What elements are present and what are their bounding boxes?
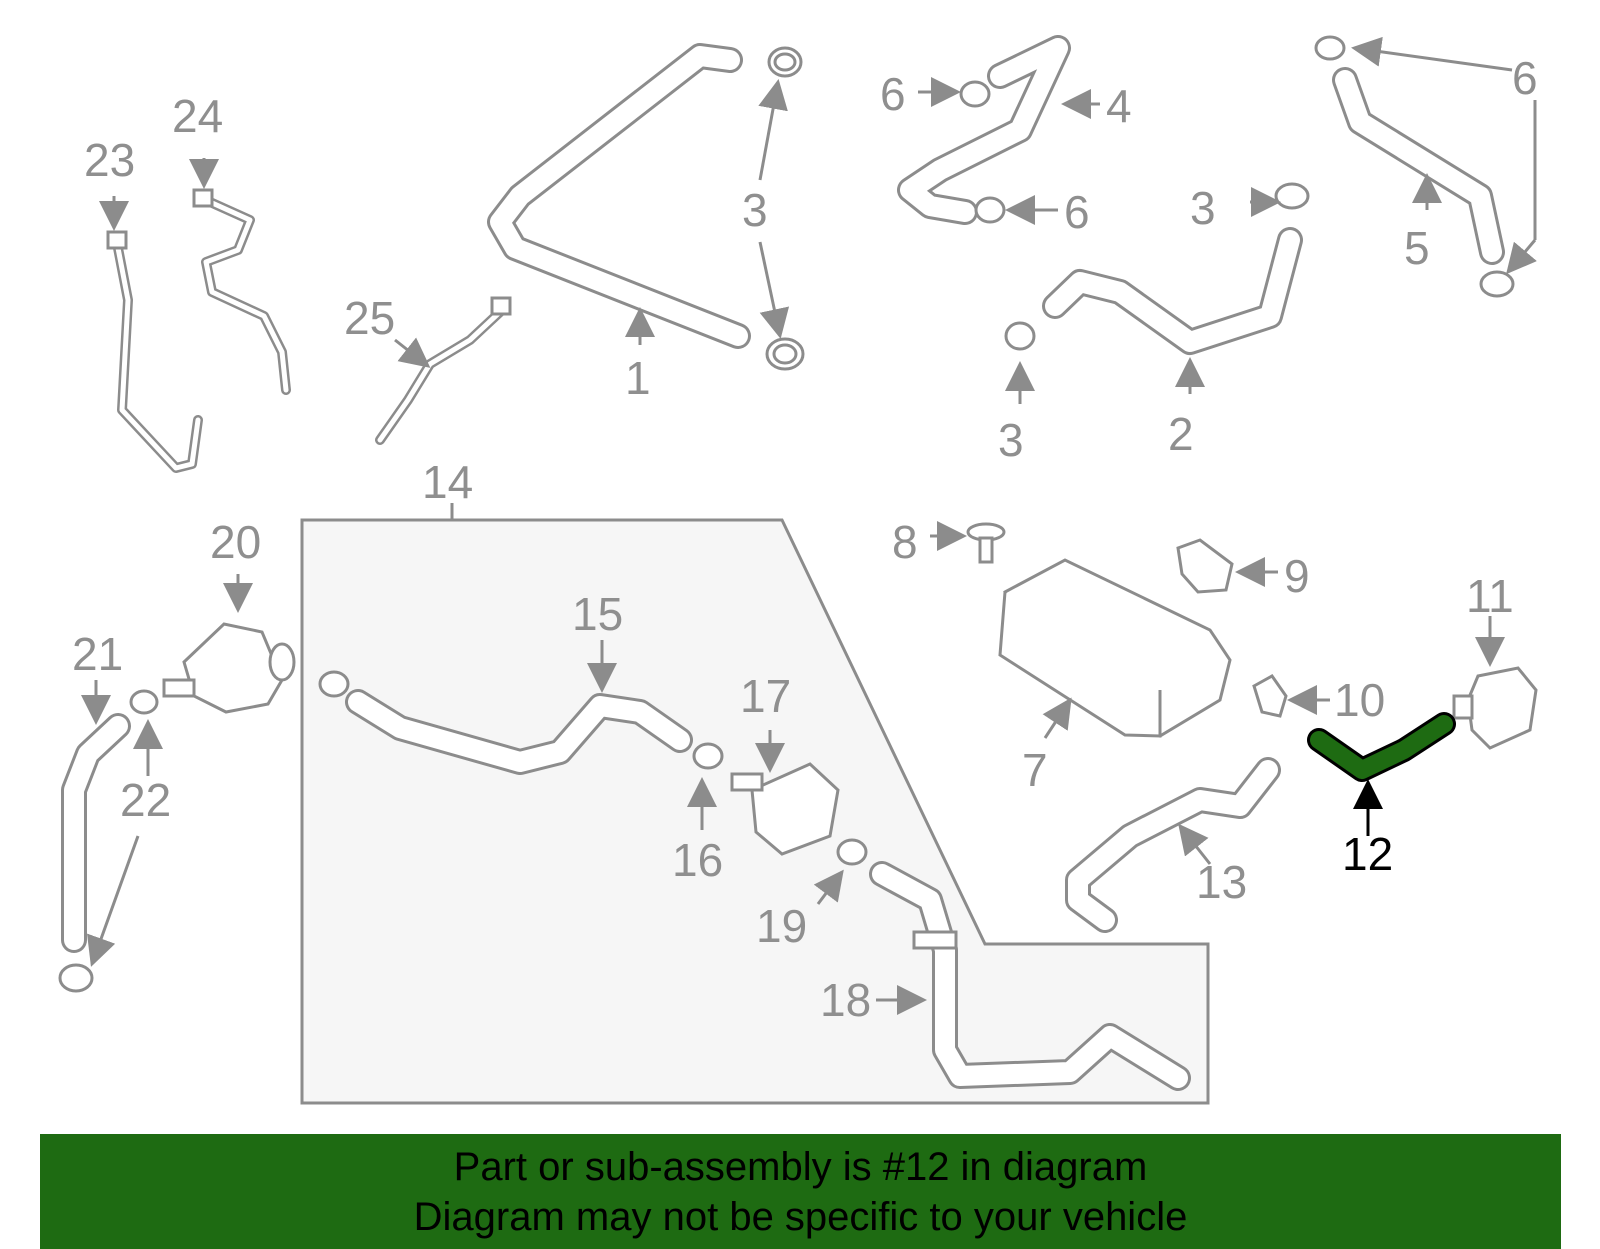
callout-20: 20 — [210, 516, 261, 568]
valve-part-20[interactable] — [162, 622, 296, 714]
sensor-part-24[interactable] — [192, 188, 291, 395]
callout-1: 1 — [625, 352, 651, 404]
hose-part-4[interactable] — [897, 35, 1071, 225]
sensor-part-23[interactable] — [106, 230, 203, 473]
callout-7: 7 — [1022, 744, 1048, 796]
callout-23: 23 — [84, 134, 135, 186]
callout-5: 5 — [1404, 222, 1430, 274]
clamp-part-3-d[interactable] — [1274, 182, 1310, 210]
callout-6-a: 6 — [880, 68, 906, 120]
callout-22: 22 — [120, 774, 171, 826]
callout-9: 9 — [1284, 550, 1310, 602]
clamp-part-6-c[interactable] — [1314, 35, 1346, 61]
clamp-part-6-b[interactable] — [974, 196, 1006, 224]
callout-8: 8 — [892, 516, 918, 568]
bolt-part-8[interactable] — [966, 522, 1006, 564]
part-info-banner: Part or sub-assembly is #12 in diagram D… — [40, 1134, 1561, 1249]
valve-part-11[interactable] — [1452, 666, 1538, 750]
callout-10: 10 — [1334, 674, 1385, 726]
callout-17: 17 — [740, 670, 791, 722]
callout-15: 15 — [572, 588, 623, 640]
hose-part-5[interactable] — [1332, 67, 1505, 265]
banner-line-1: Part or sub-assembly is #12 in diagram — [453, 1144, 1148, 1189]
bracket-part-9[interactable] — [1176, 538, 1234, 594]
hose-part-18[interactable] — [869, 861, 1191, 1091]
canister-part-7[interactable] — [998, 558, 1232, 738]
clamp-part-3-c[interactable] — [1004, 321, 1036, 351]
callout-6-c: 6 — [1512, 52, 1538, 104]
clamp-part-3-bottom[interactable] — [765, 337, 805, 371]
callout-21: 21 — [72, 628, 123, 680]
callout-11: 11 — [1466, 570, 1514, 622]
callout-3-a: 3 — [742, 184, 768, 236]
callout-12: 12 — [1342, 828, 1393, 880]
sensor-part-25[interactable] — [375, 296, 512, 445]
hose-part-12-highlighted[interactable] — [1307, 712, 1456, 782]
valve-part-17[interactable] — [730, 762, 840, 856]
callout-16: 16 — [672, 834, 723, 886]
callout-13: 13 — [1196, 856, 1247, 908]
clip-part-10[interactable] — [1252, 674, 1288, 718]
callout-25: 25 — [344, 292, 395, 344]
clamp-part-3-top[interactable] — [767, 46, 803, 78]
callout-3-c: 3 — [998, 414, 1024, 466]
callout-4: 4 — [1106, 80, 1132, 132]
callout-3-b: 3 — [1190, 182, 1216, 234]
hose-part-15[interactable] — [345, 689, 693, 775]
clamp-21-bottom[interactable] — [58, 963, 94, 993]
clamp-part-22[interactable] — [129, 689, 159, 715]
clamp-part-6-a[interactable] — [959, 80, 991, 108]
clamp-part-6-d[interactable] — [1479, 270, 1515, 298]
callout-19: 19 — [756, 900, 807, 952]
hose-part-1[interactable] — [487, 43, 751, 349]
clamp-part-19[interactable] — [836, 838, 868, 866]
clamp-15-left[interactable] — [318, 670, 350, 698]
banner-line-2: Diagram may not be specific to your vehi… — [413, 1194, 1188, 1239]
callout-2: 2 — [1168, 408, 1194, 460]
callout-14: 14 — [422, 456, 473, 508]
callout-6-b: 6 — [1064, 186, 1090, 238]
hose-part-21[interactable] — [61, 713, 131, 953]
hose-part-13[interactable] — [1065, 757, 1281, 933]
clamp-part-16[interactable] — [692, 742, 724, 770]
callout-18: 18 — [820, 974, 871, 1026]
hose-part-2[interactable] — [1042, 227, 1303, 355]
callout-24: 24 — [172, 90, 223, 142]
